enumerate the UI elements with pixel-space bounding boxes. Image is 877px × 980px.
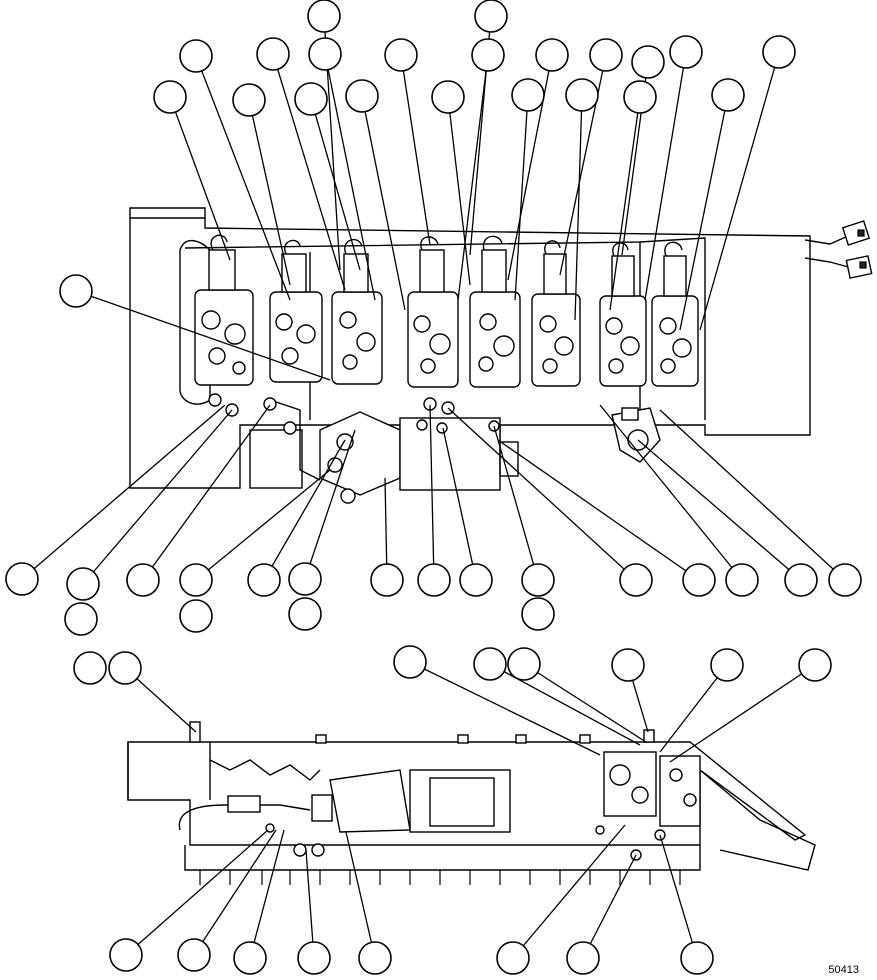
- callout-bubble: [511, 78, 545, 112]
- callout-bubble: [108, 651, 142, 685]
- callout-bubble: [417, 563, 451, 597]
- callout-bubble: [307, 0, 341, 33]
- callout-bubble: [179, 599, 213, 633]
- callout-bubble: [308, 37, 342, 71]
- callout-bubble: [507, 647, 541, 681]
- callout-bubble: [784, 563, 818, 597]
- callout-bubble: [59, 274, 93, 308]
- callout-bubble: [288, 562, 322, 596]
- callout-bubble: [521, 563, 555, 597]
- callout-bubble: [669, 35, 703, 69]
- callout-bubble: [66, 567, 100, 601]
- callout-bubble: [256, 37, 290, 71]
- callout-bubble: [177, 938, 211, 972]
- top-callouts: [5, 0, 862, 636]
- callout-bubble: [126, 563, 160, 597]
- callout-bubble: [459, 563, 493, 597]
- callout-bubble: [431, 80, 465, 114]
- callout-bubble: [631, 45, 665, 79]
- callout-bubble: [73, 651, 107, 685]
- callout-bubble: [64, 602, 98, 636]
- top-view-assembly: [129, 207, 873, 504]
- callout-bubble: [384, 38, 418, 72]
- callout-bubble: [288, 597, 322, 631]
- callout-bubble: [619, 563, 653, 597]
- callout-bubble: [474, 0, 508, 33]
- callout-bubble: [710, 648, 744, 682]
- callout-bubble: [566, 941, 600, 975]
- callout-bubble: [798, 648, 832, 682]
- callout-bubble: [233, 941, 267, 975]
- callout-bubble: [358, 941, 392, 975]
- side-view-assembly: [127, 721, 816, 885]
- callout-bubble: [521, 597, 555, 631]
- solenoid-group: [194, 234, 699, 388]
- callout-bubble: [232, 83, 266, 117]
- callout-bubble: [589, 38, 623, 72]
- callout-bubble: [247, 563, 281, 597]
- callout-bubble: [565, 78, 599, 112]
- callout-bubble: [496, 941, 530, 975]
- callout-bubble: [471, 38, 505, 72]
- callout-bubble: [623, 80, 657, 114]
- callout-bubble: [297, 941, 331, 975]
- callout-bubble: [294, 82, 328, 116]
- side-callouts: [73, 645, 832, 975]
- callout-bubble: [5, 562, 39, 596]
- callout-bubble: [109, 938, 143, 972]
- callout-bubble: [682, 563, 716, 597]
- figure-number: 50413: [828, 964, 859, 976]
- callout-bubble: [345, 79, 379, 113]
- callout-bubble: [179, 563, 213, 597]
- callout-bubble: [393, 645, 427, 679]
- callout-bubble: [611, 648, 645, 682]
- callout-bubble: [535, 38, 569, 72]
- callout-bubble: [370, 563, 404, 597]
- callout-bubble: [762, 35, 796, 69]
- callout-bubble: [680, 941, 714, 975]
- callout-bubble: [473, 647, 507, 681]
- callout-bubble: [828, 563, 862, 597]
- callout-bubble: [153, 80, 187, 114]
- callout-bubble: [711, 78, 745, 112]
- callout-bubble: [179, 39, 213, 73]
- callout-bubble: [725, 563, 759, 597]
